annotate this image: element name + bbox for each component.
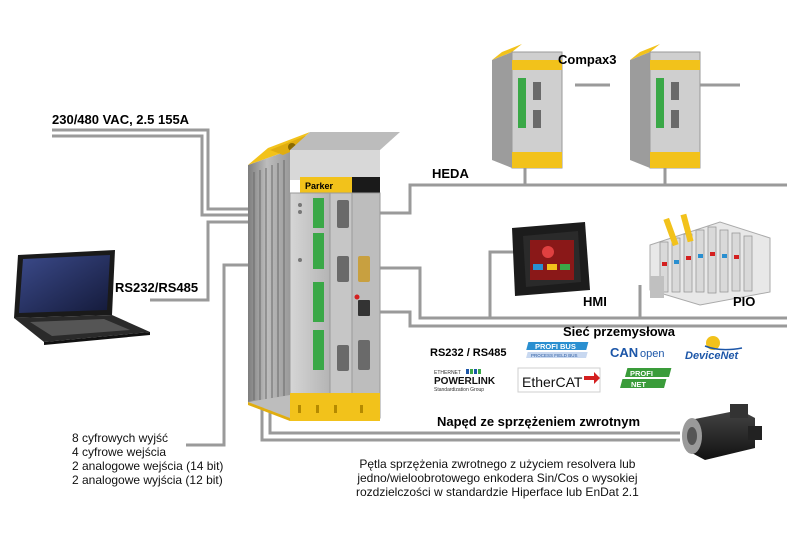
rs232-label: RS232/RS485 [115, 280, 198, 295]
power-label: 230/480 VAC, 2.5 155A [52, 112, 190, 127]
heda-label: HEDA [432, 166, 469, 181]
hmi-label: HMI [583, 294, 607, 309]
compax3-drive-1 [492, 44, 563, 169]
powerlink-logo: ETHERNET POWERLINK Standardization Group [434, 369, 496, 393]
wire-hmi [370, 266, 787, 320]
profibus-text: PROFI BUS [535, 342, 576, 351]
ethercat-text: EtherCAT [522, 374, 583, 390]
laptop [14, 250, 150, 345]
io-list: 8 cyfrowych wyjść 4 cyfrowe wejścia 2 an… [72, 431, 223, 487]
canopen-open-text: open [640, 348, 664, 360]
brand-label: Parker [305, 181, 334, 191]
wire-fieldbus [370, 310, 787, 328]
profibus-sub-text: PROCESS FIELD BUS [531, 353, 578, 358]
feedback-note: Pętla sprzężenia zwrotnego z użyciem res… [356, 457, 639, 499]
rs232-small-label: RS232 / RS485 [430, 347, 506, 359]
profibus-logo: PROFI BUS PROCESS FIELD BUS [526, 342, 589, 358]
feedback-note-line: jedno/wieloobrotowego enkodera Sin/Cos o… [357, 471, 638, 485]
powerlink-top-text: ETHERNET [434, 370, 461, 376]
io-item: 4 cyfrowe wejścia [72, 445, 167, 459]
profinet-top-text: PROFI [630, 369, 653, 378]
powerlink-main-text: POWERLINK [434, 376, 496, 387]
network-title: Sieć przemysłowa [563, 324, 676, 339]
feedback-note-line: Pętla sprzężenia zwrotnego z użyciem res… [359, 457, 636, 471]
devicenet-text: DeviceNet [685, 350, 740, 362]
wire-hmi-drop [488, 250, 520, 318]
feedback-note-line: rozdzielczości w standardzie Hiperface l… [356, 485, 639, 499]
canopen-can-text: CAN [610, 345, 638, 360]
powerlink-sub-text: Standardization Group [434, 387, 484, 393]
io-item: 2 analogowe wyjścia (12 bit) [72, 473, 223, 487]
profinet-logo: PROFI NET [620, 368, 672, 389]
wire-heda-bus [360, 183, 787, 215]
feedback-motor [682, 404, 762, 460]
ethercat-logo: EtherCAT [517, 367, 601, 393]
pio-module [649, 213, 771, 306]
io-item: 8 cyfrowych wyjść [72, 431, 169, 445]
pio-label: PIO [733, 294, 755, 309]
profinet-bottom-text: NET [631, 380, 646, 389]
feedback-drive-label: Napęd ze sprzężeniem zwrotnym [437, 414, 640, 429]
compax3-main-drive: Parker [248, 132, 400, 421]
compax-label: Compax3 [558, 52, 617, 67]
compax3-drive-2 [630, 44, 701, 169]
io-item: 2 analogowe wejścia (14 bit) [72, 459, 224, 473]
canopen-logo: CAN open [610, 345, 664, 360]
wire-power-2 [52, 134, 290, 217]
hmi-panel [512, 222, 590, 296]
devicenet-logo: DeviceNet [685, 336, 743, 362]
